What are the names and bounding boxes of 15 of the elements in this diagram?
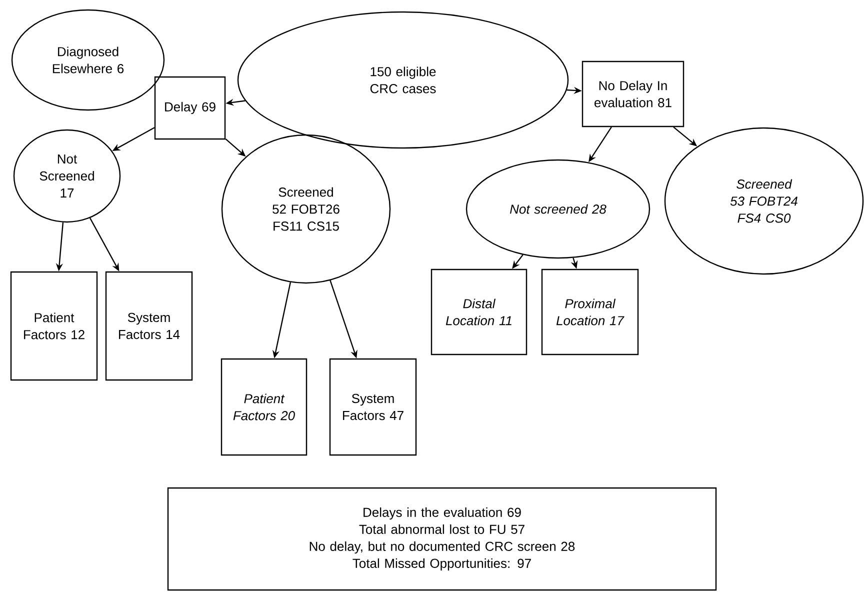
ellipse-node: 150 eligible CRC cases bbox=[237, 11, 569, 149]
box-node: System Factors 47 bbox=[329, 358, 417, 456]
box-node: Proximal Location 17 bbox=[541, 268, 639, 356]
box-node: No Delay In evaluation 81 bbox=[582, 60, 684, 128]
box-node: Distal Location 11 bbox=[430, 268, 528, 356]
ellipse-node: Diagnosed Elsewhere 6 bbox=[11, 9, 165, 111]
summary-box: Delays in the evaluation 69 Total abnormal lost to FU 57 No delay, but no documented CRC screen 28 Total Missed Opportunities: 97 bbox=[167, 487, 717, 591]
ellipse-node: Screened 52 FOBT26 FS11 CS15 bbox=[221, 134, 391, 284]
box-node: Delay 69 bbox=[154, 76, 226, 140]
box-node: System Factors 14 bbox=[105, 271, 193, 381]
ellipse-node: Not Screened 17 bbox=[13, 129, 121, 223]
ellipse-node: Screened 53 FOBT24 FS4 CS0 bbox=[664, 127, 864, 275]
box-node: Patient Factors 20 bbox=[220, 358, 308, 456]
box-node: Patient Factors 12 bbox=[10, 271, 98, 381]
ellipse-node: Not screened 28 bbox=[466, 159, 650, 259]
